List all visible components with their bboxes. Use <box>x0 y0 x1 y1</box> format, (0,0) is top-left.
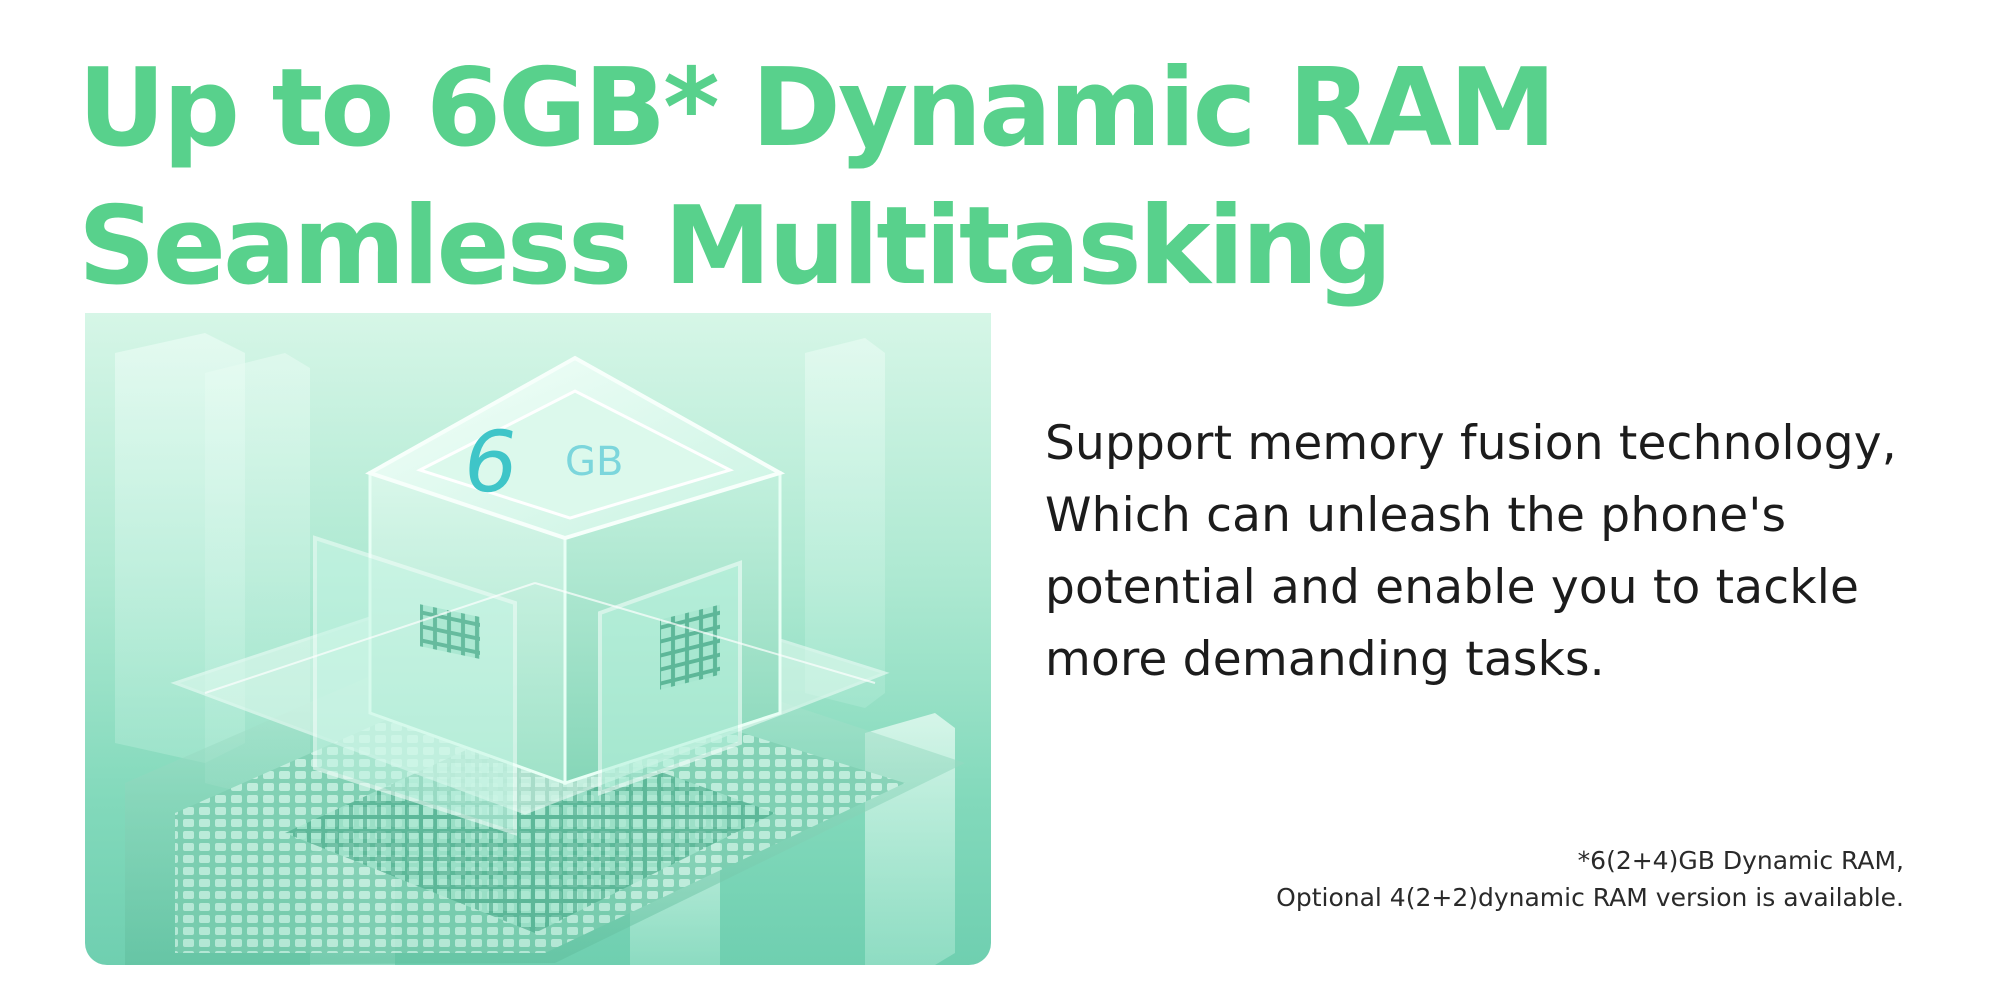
highlight-line <box>534 582 876 684</box>
feature-description: Support memory fusion technology, Which … <box>1045 416 1897 687</box>
chip-illustration-svg: 6 GB <box>115 333 965 965</box>
highlight-line <box>204 582 536 694</box>
headline-line-2: Seamless Multitasking <box>78 184 1393 309</box>
footnote: *6(2+4)GB Dynamic RAM, Optional 4(2+2)dy… <box>1004 842 1904 916</box>
footnote-line-2: Optional 4(2+2)dynamic RAM version is av… <box>1276 883 1904 912</box>
page-headline: Up to 6GB* Dynamic RAM Seamless Multitas… <box>78 40 1556 316</box>
chip-pins-right <box>660 604 720 690</box>
bg-pillar <box>805 338 885 708</box>
hero-chip-illustration: 6 GB <box>85 313 991 965</box>
footnote-line-1: *6(2+4)GB Dynamic RAM, <box>1577 846 1904 875</box>
chip-pins-left <box>420 604 480 659</box>
glow-panel-left <box>313 535 517 836</box>
headline-line-1: Up to 6GB* Dynamic RAM <box>78 46 1556 171</box>
chip-label-unit: GB <box>565 439 623 485</box>
cube-top-inset <box>416 389 735 520</box>
